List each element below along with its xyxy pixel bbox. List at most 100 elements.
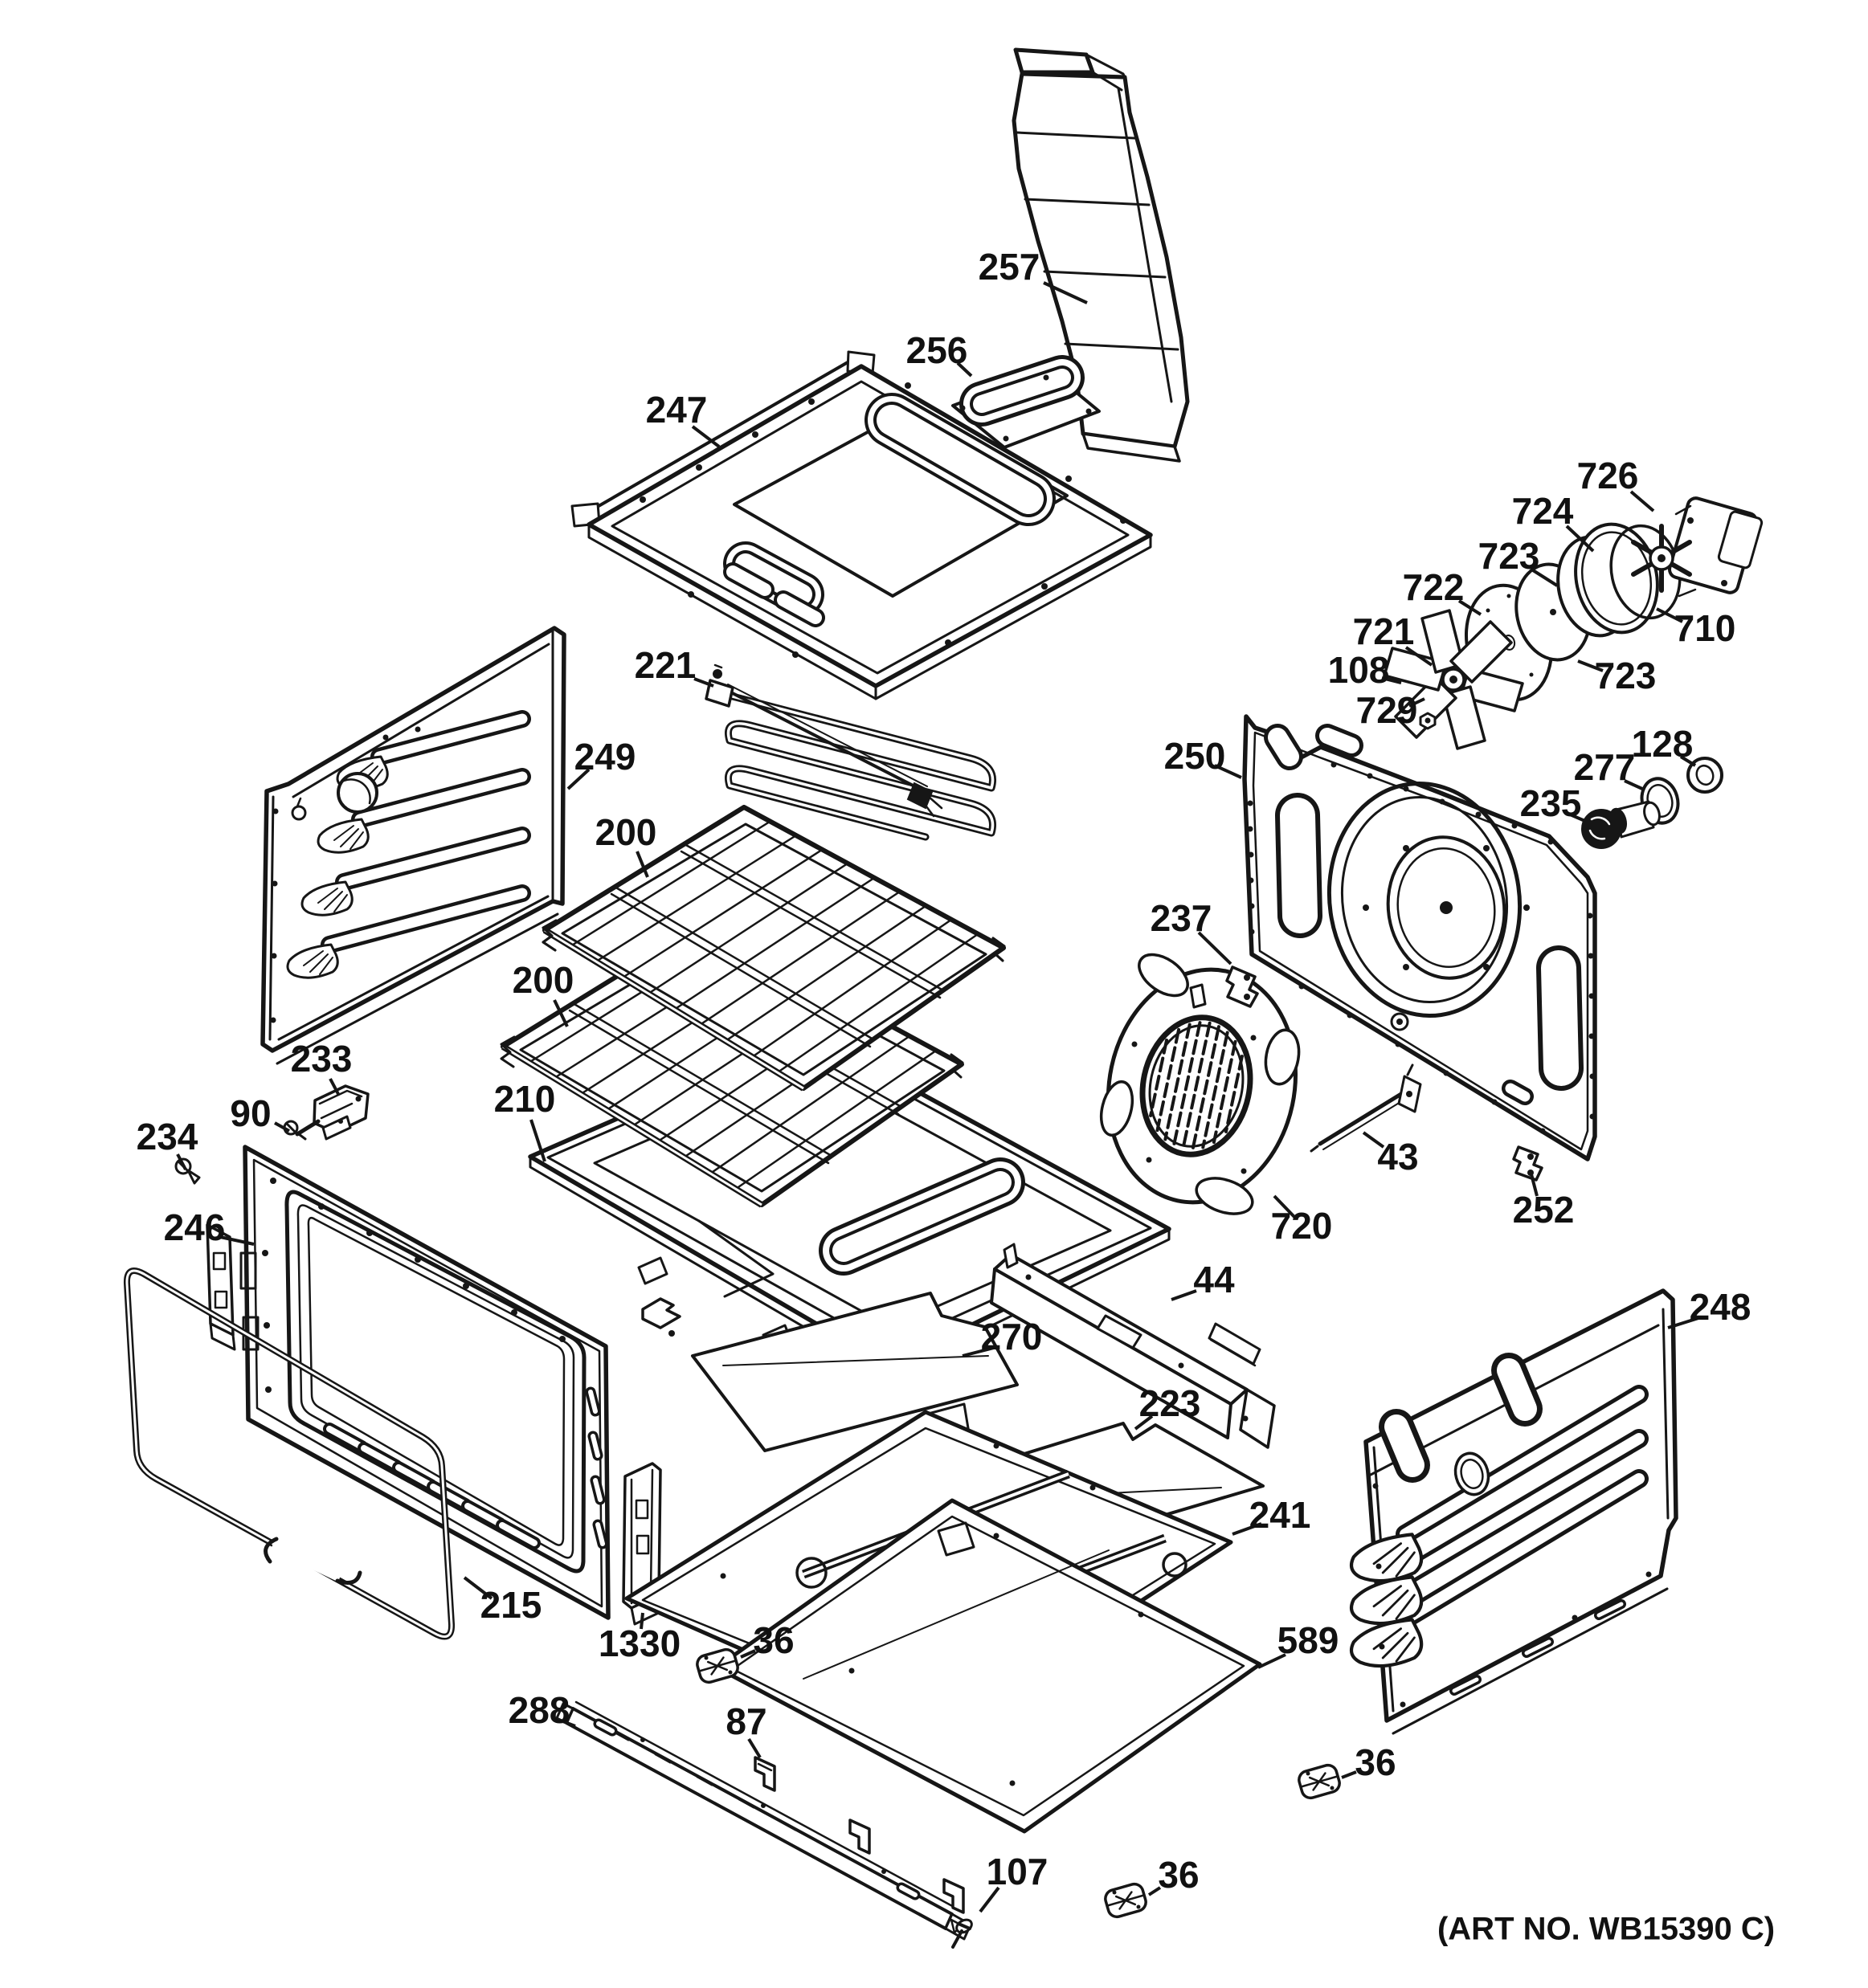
callout-leader-723-8 <box>1531 569 1559 587</box>
callout-label-257-0: 257 <box>979 246 1040 288</box>
part-234-screw <box>174 1157 201 1185</box>
callout-leader-724-7 <box>1565 525 1595 553</box>
callout-leader-589-37 <box>1257 1653 1286 1669</box>
part-250-back-panel <box>1242 714 1597 1161</box>
part-252-clip <box>1512 1145 1543 1182</box>
callout-leader-43-26 <box>1362 1131 1385 1149</box>
callout-leader-257-0 <box>1043 281 1088 304</box>
callout-label-215-34: 215 <box>480 1584 542 1626</box>
callout-label-44-29: 44 <box>1193 1259 1235 1300</box>
callout-label-221-3: 221 <box>635 644 697 686</box>
part-257-vent-duct <box>1012 47 1190 463</box>
part-233-latch <box>295 1084 370 1141</box>
part-235-lamp-assembly <box>1581 800 1661 849</box>
callout-leader-128-15 <box>1679 755 1697 767</box>
part-43-rod <box>1310 1063 1422 1153</box>
callout-label-246-25: 246 <box>164 1206 226 1248</box>
part-246-door-frame <box>239 1145 611 1620</box>
art-number: (ART NO. WB15390 C) <box>1437 1912 1775 1947</box>
callout-leader-233-21 <box>329 1078 340 1095</box>
callout-label-200-18: 200 <box>595 811 657 853</box>
callout-label-210-23: 210 <box>494 1078 556 1120</box>
248-louver-scoops <box>1351 1534 1421 1666</box>
249-louvers <box>321 710 531 953</box>
callout-label-235-17: 235 <box>1520 782 1582 824</box>
callout-label-233-21: 233 <box>291 1038 353 1080</box>
callout-label-270-30: 270 <box>981 1316 1043 1357</box>
callout-leader-247-2 <box>691 425 721 448</box>
part-247-top-panel <box>570 350 1153 700</box>
250-rivets <box>1247 761 1596 1134</box>
callout-label-90-22: 90 <box>230 1092 271 1134</box>
part-36-catch-c <box>1102 1880 1150 1921</box>
callout-leader-234-24 <box>176 1153 187 1170</box>
callout-label-36-42: 36 <box>1158 1854 1199 1896</box>
callout-label-1330-35: 1330 <box>599 1623 681 1664</box>
callout-label-288-38: 288 <box>509 1689 570 1731</box>
callout-label-87-39: 87 <box>726 1700 766 1742</box>
callout-leader-277-16 <box>1624 779 1643 790</box>
callout-label-248-32: 248 <box>1690 1286 1752 1328</box>
callout-label-107-41: 107 <box>987 1851 1048 1892</box>
part-721-fan-blade <box>1383 609 1524 750</box>
callout-label-241-33: 241 <box>1249 1494 1311 1536</box>
callout-leader-87-39 <box>747 1737 762 1759</box>
part-36-catch-a <box>693 1646 742 1686</box>
callout-label-200-19: 200 <box>513 959 574 1001</box>
part-215-door-gasket <box>123 1268 456 1640</box>
callout-label-108-11: 108 <box>1328 649 1390 691</box>
callout-label-723-14: 723 <box>1595 655 1657 696</box>
246-louvers <box>323 1386 608 1549</box>
callout-label-252-27: 252 <box>1513 1189 1575 1231</box>
part-724-ring-gasket <box>1574 522 1659 635</box>
callout-leader-729-12 <box>1408 697 1425 708</box>
callout-leader-237-20 <box>1197 931 1232 965</box>
callout-label-726-6: 726 <box>1577 455 1639 496</box>
callout-leader-221-3 <box>693 677 714 688</box>
107-screw <box>951 1918 973 1949</box>
callout-label-250-5: 250 <box>1164 735 1226 777</box>
callout-leader-241-33 <box>1232 1522 1262 1536</box>
callout-label-729-12: 729 <box>1356 689 1418 731</box>
callout-leader-108-11 <box>1381 676 1402 684</box>
callout-leader-246-25 <box>219 1235 255 1246</box>
callout-leader-710-13 <box>1656 607 1683 623</box>
callout-label-43-26: 43 <box>1377 1136 1418 1178</box>
callout-leader-252-27 <box>1530 1174 1539 1197</box>
part-729-nut <box>1419 712 1437 730</box>
callout-leader-723-14 <box>1577 659 1604 672</box>
part-237-clip <box>1225 965 1259 1008</box>
callout-leader-235-17 <box>1569 813 1588 823</box>
callout-leader-215-34 <box>463 1576 493 1600</box>
part-219-bracket <box>641 1297 681 1337</box>
callout-label-237-20: 237 <box>1151 897 1212 939</box>
callout-label-36-36: 36 <box>753 1619 794 1661</box>
callout-leader-726-6 <box>1629 490 1655 512</box>
callout-leader-256-1 <box>956 361 973 378</box>
part-clip-extra <box>848 1819 871 1855</box>
callout-label-723-8: 723 <box>1478 535 1540 577</box>
callout-label-36-40: 36 <box>1355 1741 1396 1783</box>
part-87-clip <box>754 1756 776 1792</box>
callout-label-722-9: 722 <box>1403 566 1465 608</box>
part-107-clip <box>942 1878 973 1949</box>
callout-label-721-10: 721 <box>1353 610 1415 652</box>
callout-leader-200-18 <box>636 851 649 878</box>
part-44-channel <box>990 1243 1276 1449</box>
part-256-cover-plate <box>951 355 1101 449</box>
callout-leader-210-23 <box>529 1119 546 1162</box>
callout-label-234-24: 234 <box>137 1116 198 1157</box>
part-249-left-side-panel <box>260 626 566 1065</box>
callout-leader-720-28 <box>1273 1194 1296 1219</box>
part-720-fan-baffle <box>1099 953 1301 1215</box>
callout-label-720-28: 720 <box>1271 1205 1333 1247</box>
callout-leader-36-42 <box>1147 1886 1162 1896</box>
callout-label-724-7: 724 <box>1512 490 1574 532</box>
part-246-hinge-strip <box>206 1223 236 1351</box>
part-589-bottom-panel <box>714 1498 1262 1834</box>
callout-leader-721-10 <box>1404 646 1433 667</box>
callout-leader-249-4 <box>566 768 591 790</box>
